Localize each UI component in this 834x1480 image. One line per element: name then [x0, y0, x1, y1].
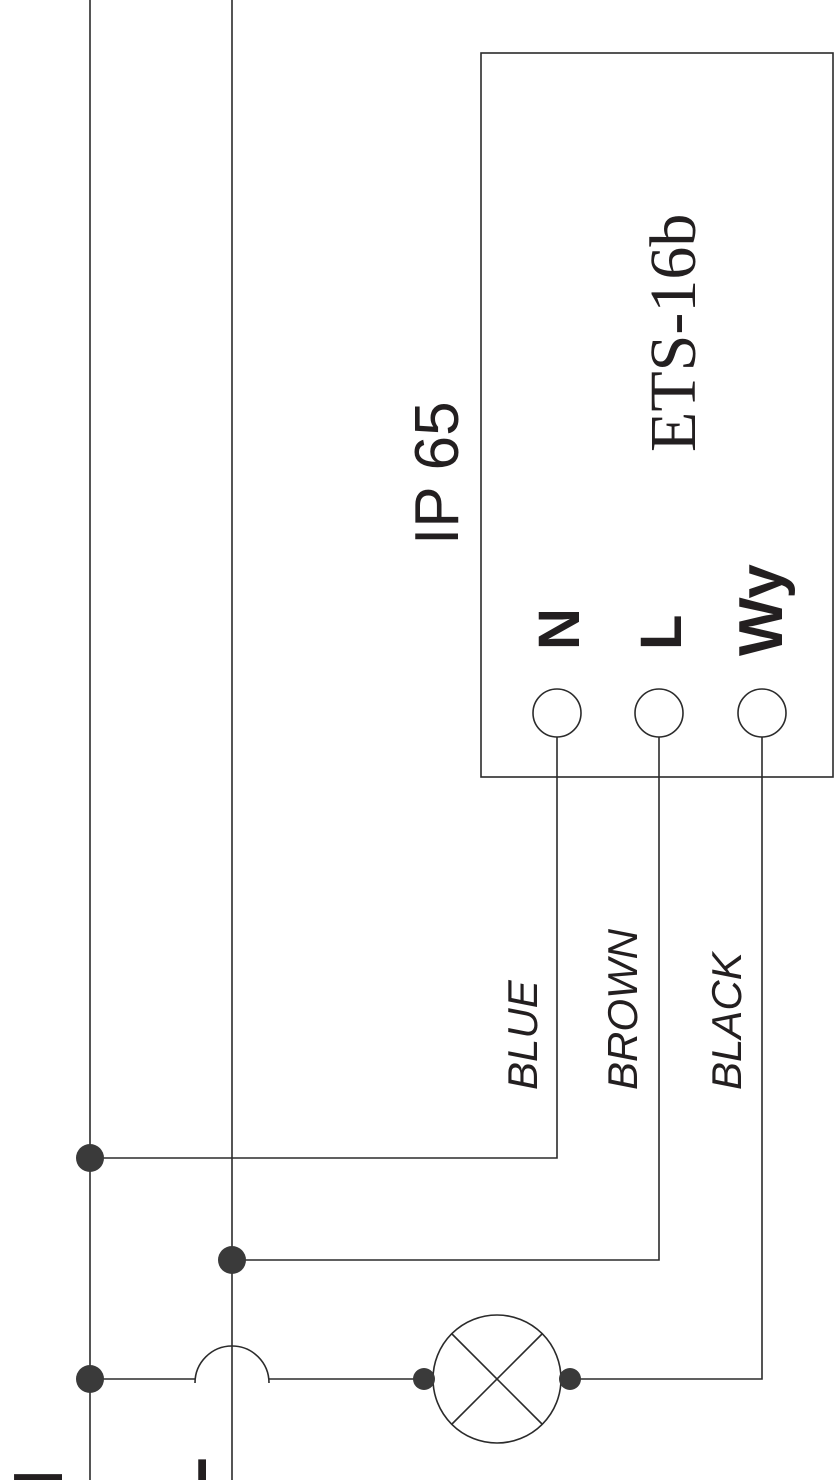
supply-label-l: L	[143, 1457, 221, 1480]
ip-rating: IP 65	[403, 401, 472, 545]
terminal-n	[532, 688, 582, 738]
supply-label-n: N	[0, 1469, 77, 1480]
terminal-label-l: L	[629, 615, 694, 650]
device-enclosure	[480, 52, 834, 778]
black-wire	[570, 737, 763, 1380]
wire-label-black: BLACK	[703, 950, 750, 1090]
terminal-l	[634, 688, 684, 738]
junction-dot	[76, 1365, 104, 1393]
wire-label-blue: BLUE	[499, 979, 546, 1090]
brown-wire	[232, 737, 660, 1261]
lamp-icon	[432, 1314, 562, 1444]
wire-crossover-hop	[194, 1345, 270, 1384]
blue-wire	[90, 737, 558, 1159]
terminal-label-n: N	[527, 608, 592, 650]
lamp-terminal-dot	[413, 1368, 435, 1390]
device-model: ETS-16b	[637, 214, 710, 452]
terminal-wy	[737, 688, 787, 738]
junction-dot	[218, 1246, 246, 1274]
lamp-terminal-dot	[559, 1368, 581, 1390]
terminal-label-wy: Wy	[727, 564, 796, 656]
junction-dot	[76, 1144, 104, 1172]
wire-label-brown: BROWN	[599, 928, 646, 1090]
